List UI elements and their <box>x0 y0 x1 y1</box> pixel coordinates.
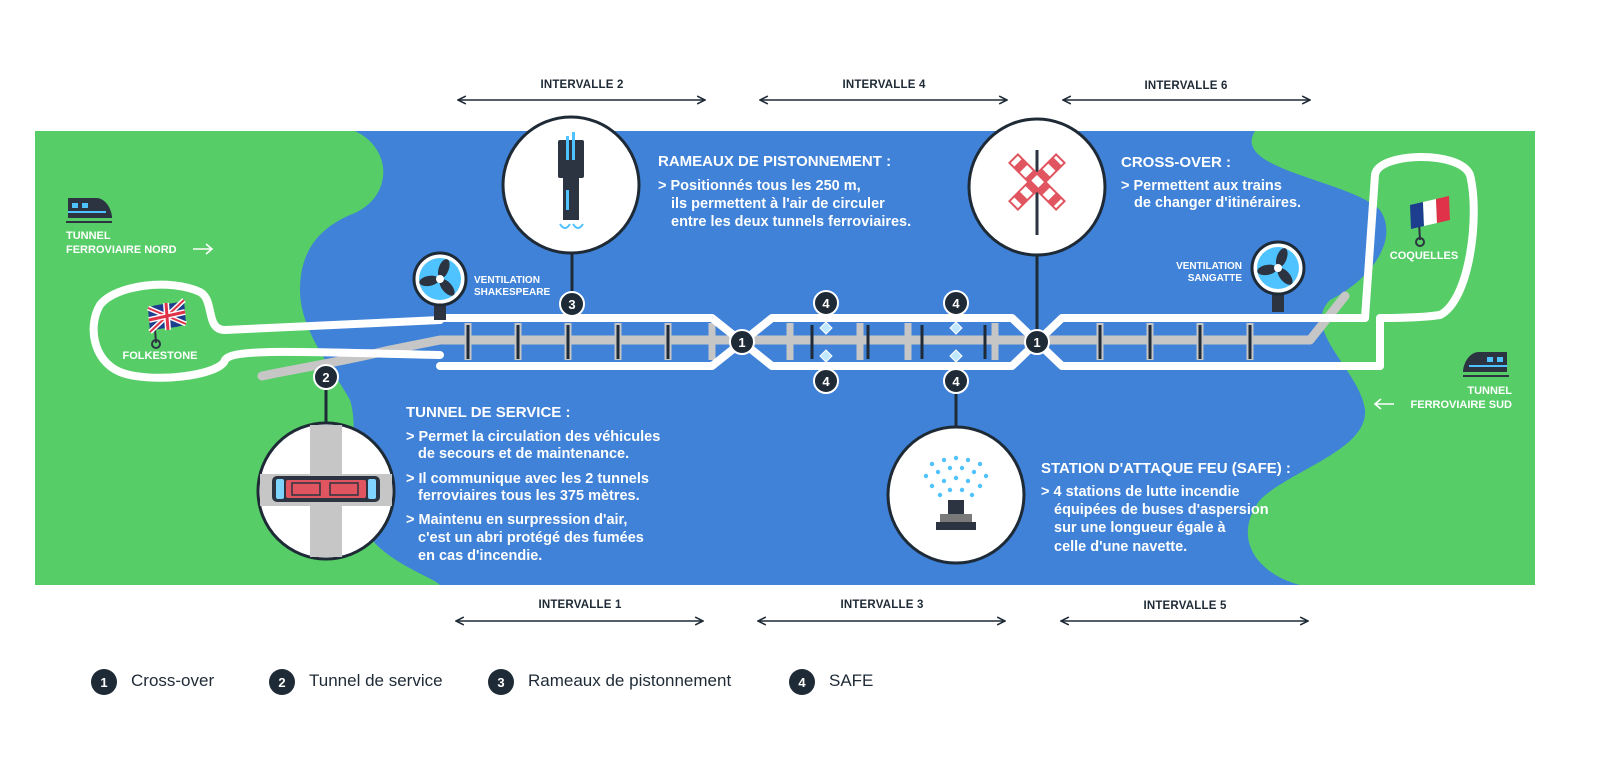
tunnel-nord-label-2: FERROVIAIRE NORD <box>66 244 177 256</box>
badge-number: 3 <box>568 297 575 312</box>
badge-number: 4 <box>822 296 830 311</box>
legend-label: SAFE <box>829 671 873 690</box>
legend-number: 4 <box>798 675 806 690</box>
crossover-sign-icon <box>1008 150 1066 235</box>
rameaux-line: ils permettent à l'air de circuler <box>671 196 885 212</box>
legend-item-crossover: 1 Cross-over <box>91 669 214 695</box>
rameaux-line: entre les deux tunnels ferroviaires. <box>671 214 911 230</box>
rail-tunnel-upper <box>436 314 1369 346</box>
land-france <box>1247 131 1535 585</box>
badge-number: 4 <box>822 374 830 389</box>
sprinkler-icon <box>923 455 989 530</box>
france-flag-icon <box>1410 196 1450 247</box>
safe-title: STATION D'ATTAQUE FEU (SAFE) : <box>1041 460 1291 477</box>
crossover-title: CROSS-OVER : <box>1121 154 1231 171</box>
service-line: > Maintenu en surpression d'air, <box>406 512 627 528</box>
badge-crossover-1: 1 <box>729 329 755 355</box>
badge-service: 2 <box>313 364 339 390</box>
legend-number: 2 <box>278 675 285 690</box>
badge-rameaux: 3 <box>559 291 585 317</box>
crossover-line: de changer d'itinéraires. <box>1134 195 1301 211</box>
train-south-icon <box>1463 352 1509 377</box>
tunnel-nord-label: TUNNEL <box>66 230 111 242</box>
tunnel-sud-label: TUNNEL <box>1467 385 1512 397</box>
interval-label-6: INTERVALLE 6 <box>1144 80 1227 92</box>
rail-tunnel-south-loop <box>1361 153 1478 370</box>
rameaux-line: > Positionnés tous les 250 m, <box>658 178 861 194</box>
service-vehicle-icon <box>272 476 380 502</box>
legend-number: 3 <box>497 675 504 690</box>
safe-callout <box>886 425 1026 565</box>
legend-item-service: 2 Tunnel de service <box>269 669 443 695</box>
legend-label: Tunnel de service <box>309 671 443 690</box>
fan-shakespeare-icon <box>412 251 468 320</box>
badge-number: 1 <box>738 335 745 350</box>
service-line: > Permet la circulation des véhicules <box>406 429 660 445</box>
safe-line: équipées de buses d'aspersion <box>1054 502 1269 518</box>
interval-label-2: INTERVALLE 2 <box>540 79 623 91</box>
rameaux-icon <box>558 132 584 229</box>
rameaux-title: RAMEAUX DE PISTONNEMENT : <box>658 153 891 170</box>
badge-safe-2: 4 <box>943 290 969 316</box>
crossover-callout <box>967 117 1107 257</box>
service-title: TUNNEL DE SERVICE : <box>406 404 570 421</box>
folkestone-label: FOLKESTONE <box>123 350 198 362</box>
safe-markers <box>819 321 963 363</box>
service-line: c'est un abri protégé des fumées <box>418 530 644 546</box>
arrow-left-icon <box>1373 398 1394 410</box>
legend-label: Rameaux de pistonnement <box>528 671 731 690</box>
legend-label: Cross-over <box>131 671 214 690</box>
ventilation-shakespeare-label-2: SHAKESPEARE <box>474 287 550 298</box>
crossover-text-block: CROSS-OVER : > Permettent aux trains de … <box>1121 154 1301 211</box>
badge-safe-1: 4 <box>813 290 839 316</box>
rameaux-connectors <box>466 325 1252 359</box>
service-tunnel <box>257 291 1350 381</box>
badge-number: 2 <box>322 370 329 385</box>
crossover-line: > Permettent aux trains <box>1121 178 1282 194</box>
service-line: de secours et de maintenance. <box>418 446 629 462</box>
rameaux-callout <box>501 115 641 255</box>
rail-tunnel-north-loop <box>89 280 444 382</box>
callout-lines <box>324 248 1039 428</box>
service-text-block: TUNNEL DE SERVICE : > Permet la circulat… <box>406 404 660 564</box>
coquelles-label: COQUELLES <box>1390 250 1458 262</box>
service-line: > Il communique avec les 2 tunnels <box>406 471 649 487</box>
badge-safe-4: 4 <box>943 368 969 394</box>
ventilation-shakespeare-label: VENTILATION <box>474 275 540 286</box>
legend-number: 1 <box>100 675 107 690</box>
uk-flag-icon <box>147 298 187 349</box>
legend-item-safe: 4 SAFE <box>789 669 873 695</box>
safe-line: > 4 stations de lutte incendie <box>1041 484 1240 500</box>
service-line: ferroviaires tous les 375 mètres. <box>418 488 640 504</box>
legend-item-rameaux: 3 Rameaux de pistonnement <box>488 669 731 695</box>
fan-sangatte-icon <box>1250 240 1306 312</box>
badge-safe-3: 4 <box>813 368 839 394</box>
ventilation-sangatte-label-2: SANGATTE <box>1188 273 1243 284</box>
safe-line: celle d'une navette. <box>1054 539 1187 555</box>
ventilation-sangatte-label: VENTILATION <box>1176 261 1242 272</box>
arrow-right-icon <box>193 243 214 255</box>
interval-label-5: INTERVALLE 5 <box>1143 600 1227 612</box>
rail-tunnel-lower <box>436 338 1384 370</box>
safe-text-block: STATION D'ATTAQUE FEU (SAFE) : > 4 stati… <box>1041 460 1291 555</box>
badge-number: 4 <box>952 374 960 389</box>
badge-number: 1 <box>1033 335 1040 350</box>
badge-crossover-2: 1 <box>1024 329 1050 355</box>
interval-label-4: INTERVALLE 4 <box>842 79 926 91</box>
service-callout <box>256 421 396 561</box>
train-north-icon <box>66 198 112 223</box>
interval-label-1: INTERVALLE 1 <box>538 599 622 611</box>
tunnel-sud-label-2: FERROVIAIRE SUD <box>1411 399 1513 411</box>
rail-tunnels <box>89 153 1478 382</box>
badge-number: 4 <box>952 296 960 311</box>
rameaux-text-block: RAMEAUX DE PISTONNEMENT : > Positionnés … <box>658 153 911 230</box>
service-line: en cas d'incendie. <box>418 548 542 564</box>
safe-line: sur une longueur égale à <box>1054 520 1227 536</box>
interval-label-3: INTERVALLE 3 <box>840 599 923 611</box>
legend: 1 Cross-over 2 Tunnel de service 3 Ramea… <box>91 669 873 695</box>
